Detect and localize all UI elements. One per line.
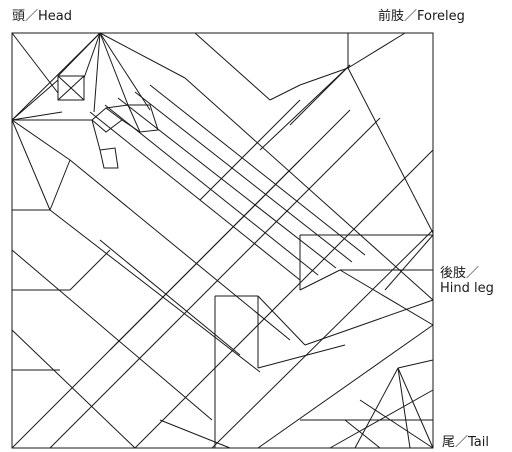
- tail-creases: [258, 325, 433, 448]
- hind-leg-creases: [215, 235, 433, 448]
- hind-leg-label-line2: Hind leg: [440, 281, 494, 296]
- tail-label: 尾／Tail: [442, 435, 489, 450]
- hind-leg-label-line1: 後肢／: [440, 266, 494, 281]
- paper-square-border: [12, 33, 433, 448]
- foreleg-creases: [300, 33, 433, 233]
- hind-leg-label: 後肢／ Hind leg: [440, 266, 494, 296]
- left-side-creases: [12, 160, 230, 448]
- head-corner-creases: [12, 33, 195, 210]
- head-label: 頭／Head: [12, 9, 72, 24]
- foreleg-label: 前肢／Foreleg: [378, 9, 465, 24]
- body-diagonal-creases: [12, 33, 433, 448]
